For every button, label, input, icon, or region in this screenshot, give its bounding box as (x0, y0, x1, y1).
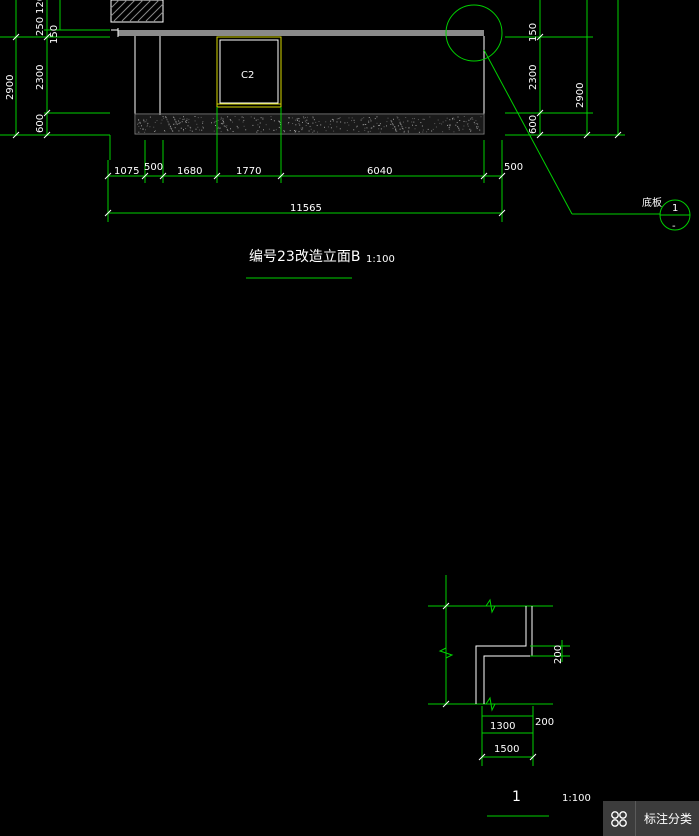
dim-right-2300: 2300 (528, 65, 539, 90)
tag-button-label: 标注分类 (644, 812, 693, 826)
detail-dimensions: 200 1300 200 1500 (478, 645, 564, 766)
dim-total-11565: 11565 (290, 203, 322, 214)
dim-left-2300: 2300 (35, 65, 46, 90)
detail-callout[interactable]: 底板 1 - (445, 4, 691, 232)
detail-dim-200-vertical: 200 (553, 645, 564, 664)
detail-dim-200: 200 (535, 717, 554, 728)
elevation-title-block: 编号23改造立面B 1:100 (246, 249, 395, 279)
wall-hatch-block (110, 0, 164, 23)
dim-left-600: 600 (35, 114, 46, 133)
detail-1: 200 1300 200 1500 1 1:100 (428, 575, 591, 817)
roof-slab (118, 30, 484, 36)
dim-right-2900: 2900 (575, 83, 586, 108)
callout-number: 1 (672, 203, 678, 214)
detail-title: 1 (512, 789, 521, 805)
elevation-scale: 1:100 (366, 254, 395, 265)
dim-bottom-1680: 1680 (177, 166, 202, 177)
dim-bottom-1770: 1770 (236, 166, 261, 177)
dim-bottom-500-left: 500 (144, 162, 163, 173)
dim-bottom-500-right: 500 (504, 162, 523, 173)
window-c2-label: C2 (241, 70, 254, 81)
detail-title-block: 1 1:100 (487, 789, 591, 817)
detail-scale: 1:100 (562, 793, 591, 804)
dim-bottom-6040: 6040 (367, 166, 392, 177)
elevation-b: C2 2900 2300 600 250 120 15 (0, 0, 691, 279)
right-dimension-chain: 150 2300 600 2900 (505, 0, 625, 139)
detail-section (475, 606, 570, 704)
tag-classification-button[interactable]: 标注分类 (603, 801, 699, 836)
bottom-dimension-chain: 1075 500 1680 1770 6040 500 11565 (104, 107, 523, 222)
callout-sub: - (672, 221, 676, 232)
dim-right-150: 150 (528, 23, 539, 42)
window-c2[interactable]: C2 (216, 36, 282, 108)
dim-left-2900: 2900 (5, 75, 16, 100)
callout-text: 底板 (642, 196, 662, 209)
dim-left-120: 120 (35, 0, 46, 14)
gravel-base (134, 113, 485, 135)
elevation-title: 编号23改造立面B (249, 249, 360, 265)
detail-dim-1500: 1500 (494, 744, 519, 755)
dim-left-250: 250 (35, 17, 46, 36)
dim-right-600: 600 (528, 115, 539, 134)
detail-dim-1300: 1300 (490, 721, 515, 732)
left-dimension-chain: 2900 2300 600 250 120 150 (0, 0, 111, 160)
dim-left-150: 150 (49, 25, 60, 44)
grid-icon (603, 801, 636, 836)
dim-bottom-1075: 1075 (114, 166, 139, 177)
